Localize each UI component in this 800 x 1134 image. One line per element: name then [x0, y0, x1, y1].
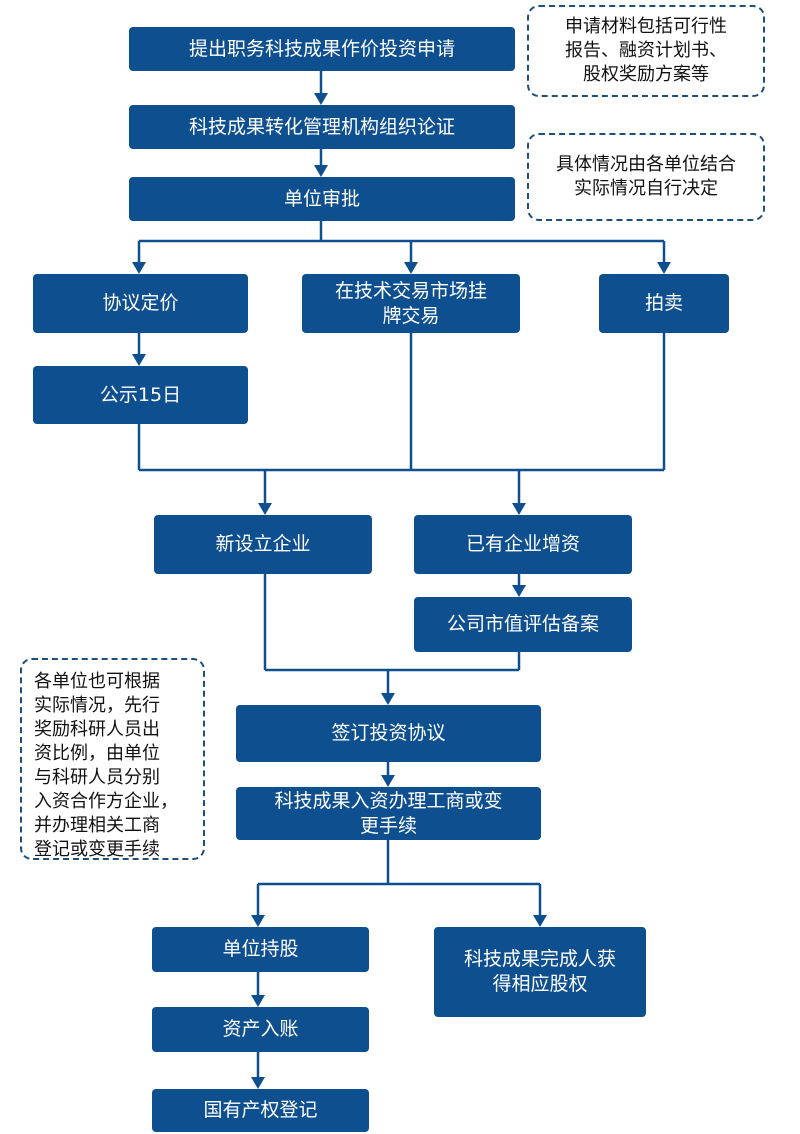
- note-alternative: 各单位也可根据 实际情况，先行 奖励科研人员出 资比例，由单位 与科研人员分别 …: [20, 658, 205, 860]
- node-listing: 在技术交易市场挂 牌交易: [302, 274, 520, 333]
- node-auction: 拍卖: [599, 274, 729, 333]
- note-decision: 具体情况由各单位结合 实际情况自行决定: [527, 133, 765, 221]
- node-valuation: 公司市值评估备案: [414, 597, 632, 652]
- arrowhead-valuation: [512, 585, 526, 597]
- node-unit-holding: 单位持股: [152, 927, 369, 972]
- arrowhead-capital-increase: [512, 503, 526, 515]
- arrowhead-approve: [314, 165, 328, 177]
- note-materials: 申请材料包括可行性 报告、融资计划书、 股权奖励方案等: [527, 5, 765, 97]
- node-publicize: 公示15日: [33, 366, 248, 424]
- arrowhead-sign: [381, 693, 395, 705]
- arrowhead-unit-holding: [251, 915, 265, 927]
- arrowhead-registration: [381, 775, 395, 787]
- arrowhead-asset-booking: [251, 995, 265, 1007]
- node-inventor-equity: 科技成果完成人获 得相应股权: [434, 927, 646, 1017]
- arrowhead-auction: [657, 262, 671, 274]
- node-capital-increase: 已有企业增资: [414, 515, 632, 574]
- arrowhead-state-registration: [251, 1077, 265, 1089]
- node-state-registration: 国有产权登记: [152, 1089, 369, 1132]
- node-sign-agreement: 签订投资协议: [236, 705, 541, 762]
- arrowhead-review: [314, 93, 328, 105]
- arrowhead-inventor-equity: [533, 915, 547, 927]
- arrowhead-publicize: [132, 354, 146, 366]
- arrowhead-listing: [404, 262, 418, 274]
- arrowhead-negotiate: [132, 262, 146, 274]
- node-review: 科技成果转化管理机构组织论证: [129, 105, 515, 149]
- node-new-company: 新设立企业: [154, 515, 372, 574]
- node-approve: 单位审批: [129, 177, 515, 221]
- node-registration: 科技成果入资办理工商或变 更手续: [236, 787, 541, 840]
- node-apply: 提出职务科技成果作价投资申请: [129, 27, 515, 71]
- node-asset-booking: 资产入账: [152, 1007, 369, 1052]
- node-negotiate: 协议定价: [33, 274, 248, 333]
- arrowhead-new-company: [258, 503, 272, 515]
